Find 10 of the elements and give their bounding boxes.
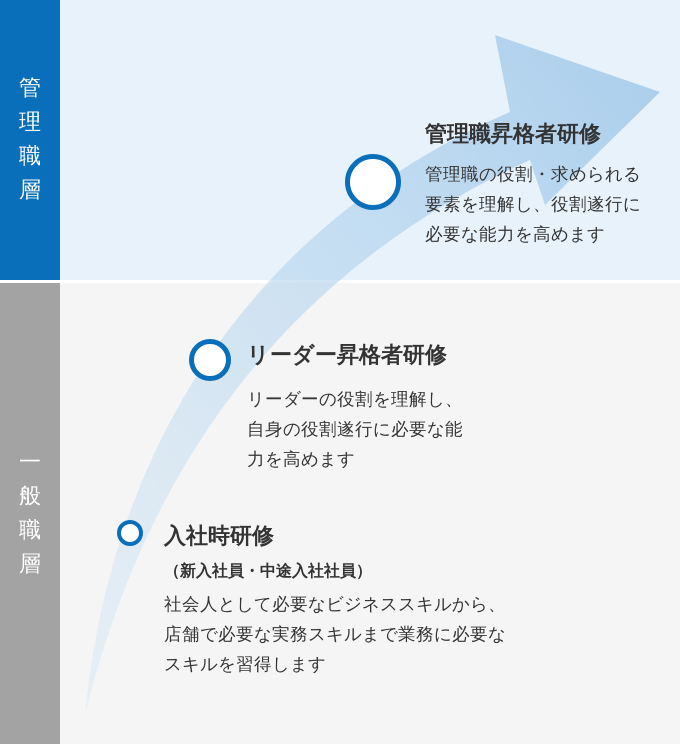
heading: 管理職昇格者研修 — [425, 121, 601, 149]
heading: リーダー昇格者研修 — [247, 342, 447, 370]
layer-label: 管理職層 — [19, 75, 41, 205]
layer-label: 一般職層 — [19, 448, 41, 578]
description: 社会人として必要なビジネススキルから、店舗で必要な実務スキルまで業務に必要なスキルを習得します — [164, 594, 507, 677]
heading: 入社時研修 — [164, 523, 274, 551]
description: リーダーの役割を理解し、自身の役割遂行に必要な能力を高めます — [247, 389, 464, 472]
layer-band — [0, 283, 680, 744]
subheading: （新入社員・中途入社社員） — [164, 560, 372, 582]
description: 管理職の役割・求められる要素を理解し、役割遂行に必要な能力を高めます — [425, 164, 642, 247]
